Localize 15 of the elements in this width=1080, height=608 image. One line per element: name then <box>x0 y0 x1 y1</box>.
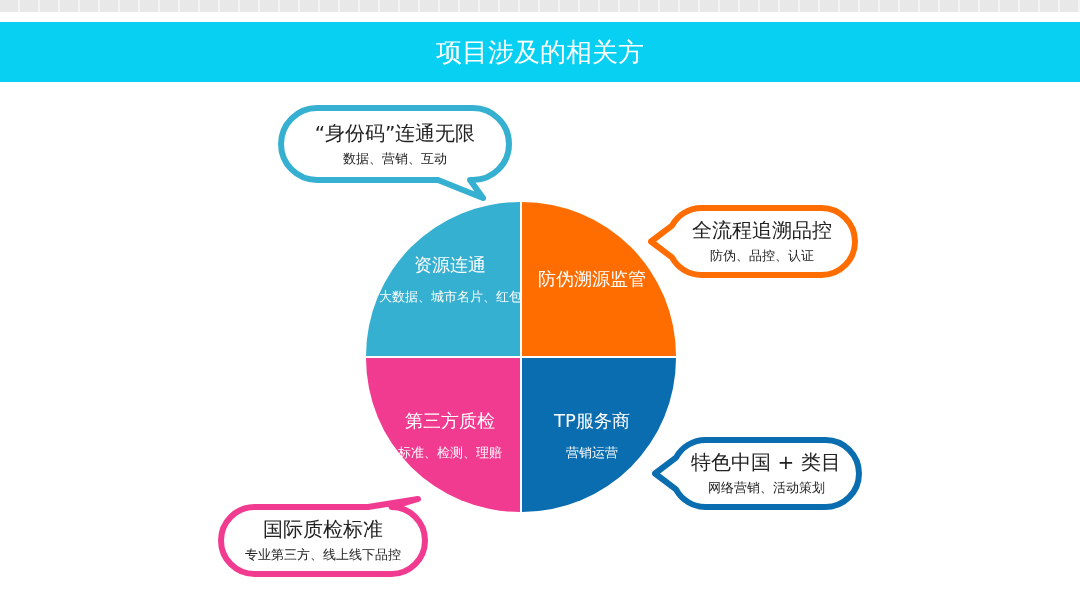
segment-title: TP服务商 <box>554 408 630 433</box>
bubble-title: 全流程追溯品控 <box>692 217 832 244</box>
bubble-subtitle: 数据、营销、互动 <box>343 151 447 168</box>
segment-title: 防伪溯源监管 <box>538 267 646 291</box>
bubble-subtitle: 网络营销、活动策划 <box>707 480 825 497</box>
title: 项目涉及的相关方 <box>436 35 644 69</box>
bubble-title: 特色中国 + 类目 <box>691 449 841 476</box>
quadrant-segment <box>366 358 520 512</box>
segment-subtitle: 营销运营 <box>566 444 618 462</box>
bubble-subtitle: 防伪、品控、认证 <box>710 248 814 265</box>
segment-title: 第三方质检 <box>405 408 495 433</box>
bubble-title: 国际质检标准 <box>263 516 383 543</box>
bubble-title: “身份码”连通无限 <box>314 120 476 147</box>
bubble-subtitle: 专业第三方、线上线下品控 <box>245 547 401 564</box>
segment-title: 资源连通 <box>414 252 486 277</box>
